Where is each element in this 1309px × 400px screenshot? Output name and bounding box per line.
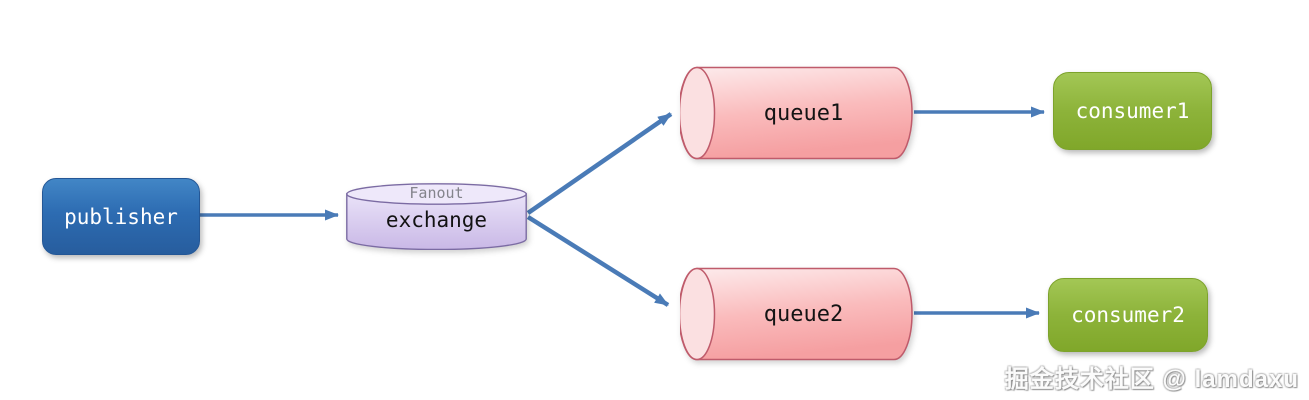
exchange-type-label: Fanout [409, 184, 464, 202]
node-publisher: publisher [42, 178, 200, 255]
publisher-label: publisher [64, 204, 178, 229]
node-consumer1: consumer1 [1053, 72, 1212, 150]
queue1-label: queue1 [763, 100, 844, 126]
node-exchange: Fanout exchange [346, 183, 527, 250]
watermark: 掘金技术社区 @ lamdaxu [1004, 366, 1299, 393]
arrow-exchange-to-queue2 [526, 215, 670, 307]
node-consumer2: consumer2 [1048, 278, 1208, 352]
exchange-cylinder-shape [346, 183, 527, 250]
consumer1-label: consumer1 [1075, 99, 1190, 123]
node-queue1: queue1 [680, 66, 913, 160]
queue2-label: queue2 [763, 301, 844, 327]
queue1-cylinder-shape [680, 66, 913, 160]
queue2-cylinder-shape [680, 267, 913, 361]
arrow-exchange-to-queue1 [526, 112, 673, 215]
consumer2-label: consumer2 [1071, 303, 1185, 327]
exchange-label: exchange [385, 208, 488, 232]
node-queue2: queue2 [680, 267, 913, 361]
